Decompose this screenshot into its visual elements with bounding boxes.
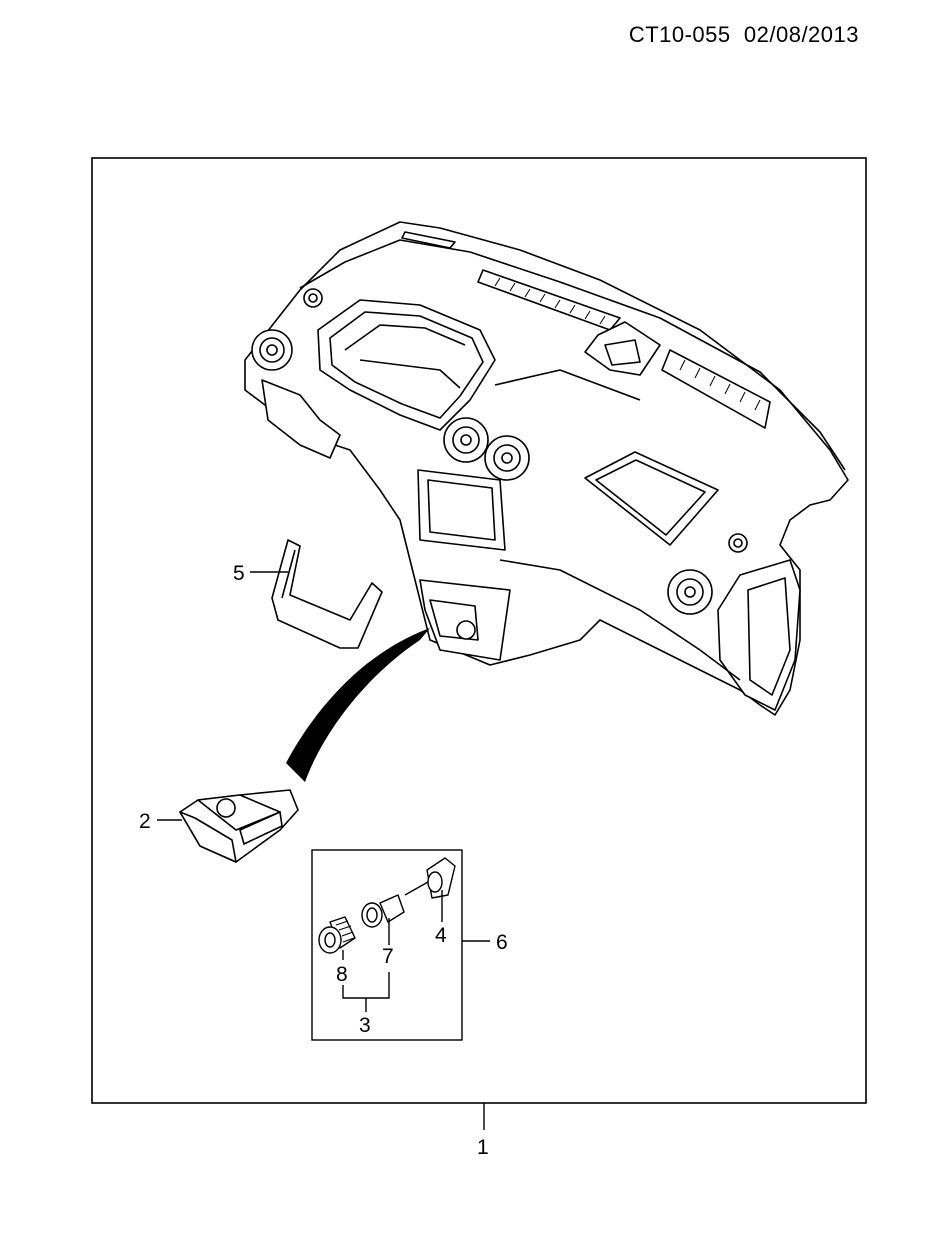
diagram-code: CT10-055 [628,22,731,47]
callout-2: 2 [139,810,151,833]
assembly-frame [91,157,867,1104]
callout-5: 5 [233,562,245,585]
trim-bezel [271,539,383,649]
callout-1: 1 [477,1136,489,1159]
location-arrow [286,628,430,782]
callout-7: 7 [382,945,394,968]
ashtray-drawing [179,789,299,863]
callout-4: 4 [435,924,447,947]
callout-6: 6 [496,931,508,954]
leader-lines [157,571,490,1130]
lighter-group-frame [311,849,463,1041]
callout-8: 8 [336,963,348,986]
instrument-panel [244,221,849,716]
callout-3: 3 [359,1014,371,1037]
diagram-date: 02/08/2013 [743,22,859,47]
lighter-parts [318,857,456,954]
diagram-reference: CT10-055 02/08/2013 [629,22,859,48]
